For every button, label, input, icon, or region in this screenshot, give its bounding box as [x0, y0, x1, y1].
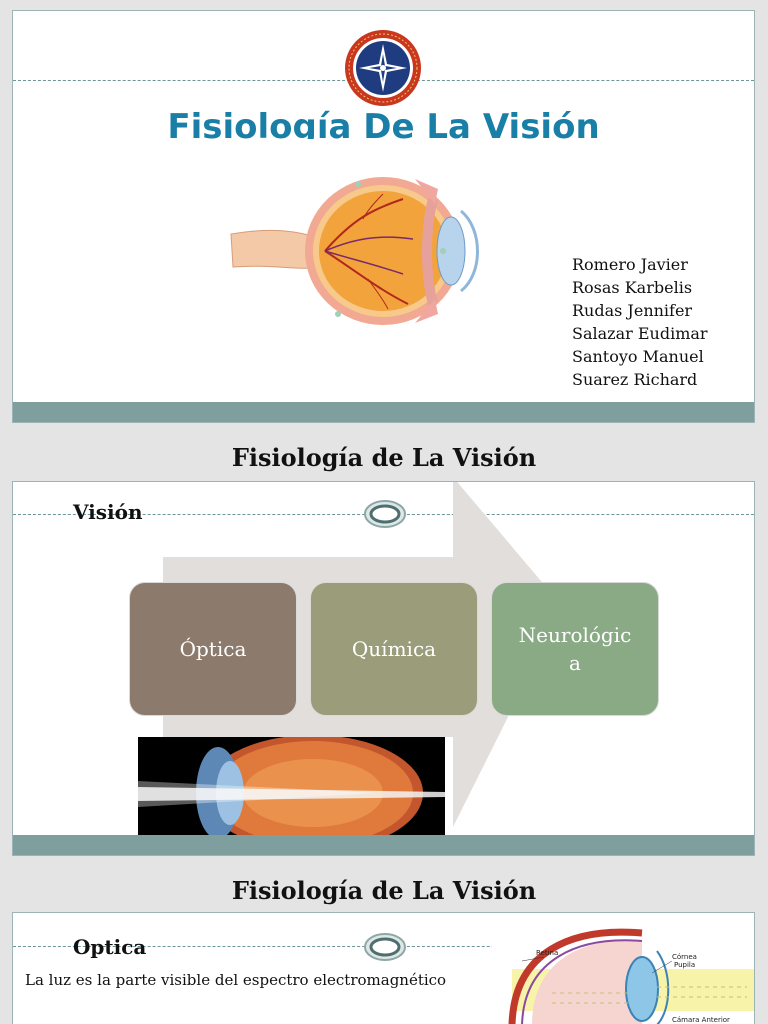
eye-anatomy-image	[203, 139, 515, 374]
diagram-label: Retina	[536, 949, 558, 957]
author-name: Santoyo Manuel	[572, 347, 704, 366]
section-subtitle: Optica	[73, 935, 147, 959]
eye-optics-image	[138, 737, 445, 849]
authors-list: Romero Javier Rosas Karbelis Rudas Jenni…	[572, 253, 742, 391]
optica-slide: Optica La luz es la parte visible del es…	[12, 912, 755, 1024]
eye-light-diagram: Retina Córnea Pupila Cámara Anterior	[492, 921, 754, 1024]
vision-slide: Visión Óptica Química Neurológic a	[12, 481, 755, 856]
slide-header: Fisiología de La Visión	[0, 866, 768, 912]
ring-ornament-icon	[364, 500, 406, 528]
author-name: Salazar Eudimar	[572, 324, 708, 343]
footer-band	[13, 835, 754, 855]
ring-ornament-icon	[364, 933, 406, 961]
author-name: Suarez Richard	[572, 370, 698, 389]
author-name: Rudas Jennifer	[572, 301, 693, 320]
neurologica-box: Neurológic a	[491, 582, 659, 716]
diagram-label: Pupila	[674, 961, 695, 969]
footer-band	[13, 402, 754, 422]
slide-header: Fisiología de La Visión	[0, 433, 768, 479]
diagram-label: Córnea	[672, 953, 697, 961]
quimica-box: Química	[310, 582, 478, 716]
title-slide: Fisiología De La Visión Romero Javier Ro…	[12, 10, 755, 423]
university-seal-logo	[345, 30, 421, 106]
optica-box: Óptica	[129, 582, 297, 716]
presentation-title: Fisiología De La Visión	[167, 107, 600, 143]
author-name: Romero Javier	[572, 255, 688, 274]
author-name: Rosas Karbelis	[572, 278, 693, 297]
section-subtitle: Visión	[73, 500, 143, 524]
diagram-label: Cámara Anterior	[672, 1016, 730, 1024]
body-text: La luz es la parte visible del espectro …	[25, 971, 447, 989]
